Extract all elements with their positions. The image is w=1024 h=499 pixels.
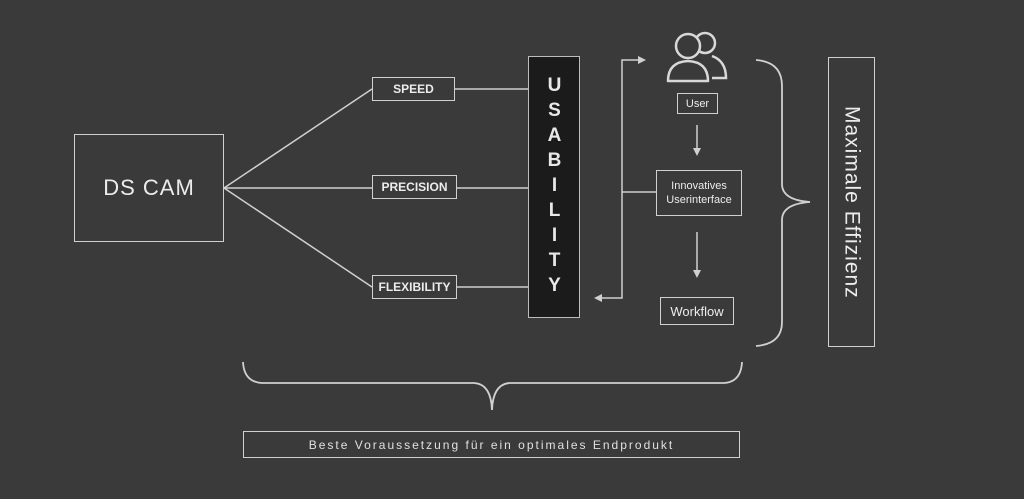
bottom-curly-brace <box>242 361 743 411</box>
footer-box: Beste Voraussetzung für ein optimales En… <box>243 431 740 458</box>
connector-speed <box>223 88 373 189</box>
users-icon <box>664 28 730 91</box>
speed-box: SPEED <box>372 77 455 101</box>
right-curly-brace <box>755 59 811 347</box>
workflow-box: Workflow <box>660 297 734 325</box>
workflow-label: Workflow <box>670 303 724 319</box>
interface-box: Innovatives Userinterface <box>656 170 742 216</box>
maximale-effizienz-label: Maximale Effizienz <box>840 105 864 299</box>
usability-label: USABILITY <box>544 74 565 300</box>
maximale-effizienz-box: Maximale Effizienz <box>828 57 875 347</box>
arrow-left-head <box>594 294 602 302</box>
speed-label: SPEED <box>393 82 434 96</box>
interface-label-line1: Innovatives <box>671 180 727 192</box>
flexibility-label: FLEXIBILITY <box>378 280 451 294</box>
usability-box: USABILITY <box>528 56 580 318</box>
precision-box: PRECISION <box>372 175 457 199</box>
arrow-down-head-1 <box>693 148 701 156</box>
footer-label: Beste Voraussetzung für ein optimales En… <box>308 437 675 452</box>
user-label: User <box>685 97 710 110</box>
connector-flexibility <box>223 187 373 288</box>
ds-cam-box: DS CAM <box>74 134 224 242</box>
interface-label-line2: Userinterface <box>666 194 732 206</box>
connector-usability-bottom <box>600 192 623 299</box>
ds-cam-label: DS CAM <box>103 175 195 200</box>
user-box: User <box>677 93 718 114</box>
arrow-down-head-2 <box>693 270 701 278</box>
arrow-right-head <box>638 56 646 64</box>
precision-label: PRECISION <box>381 180 448 194</box>
connector-usability-top <box>621 59 640 192</box>
flexibility-box: FLEXIBILITY <box>372 275 457 299</box>
